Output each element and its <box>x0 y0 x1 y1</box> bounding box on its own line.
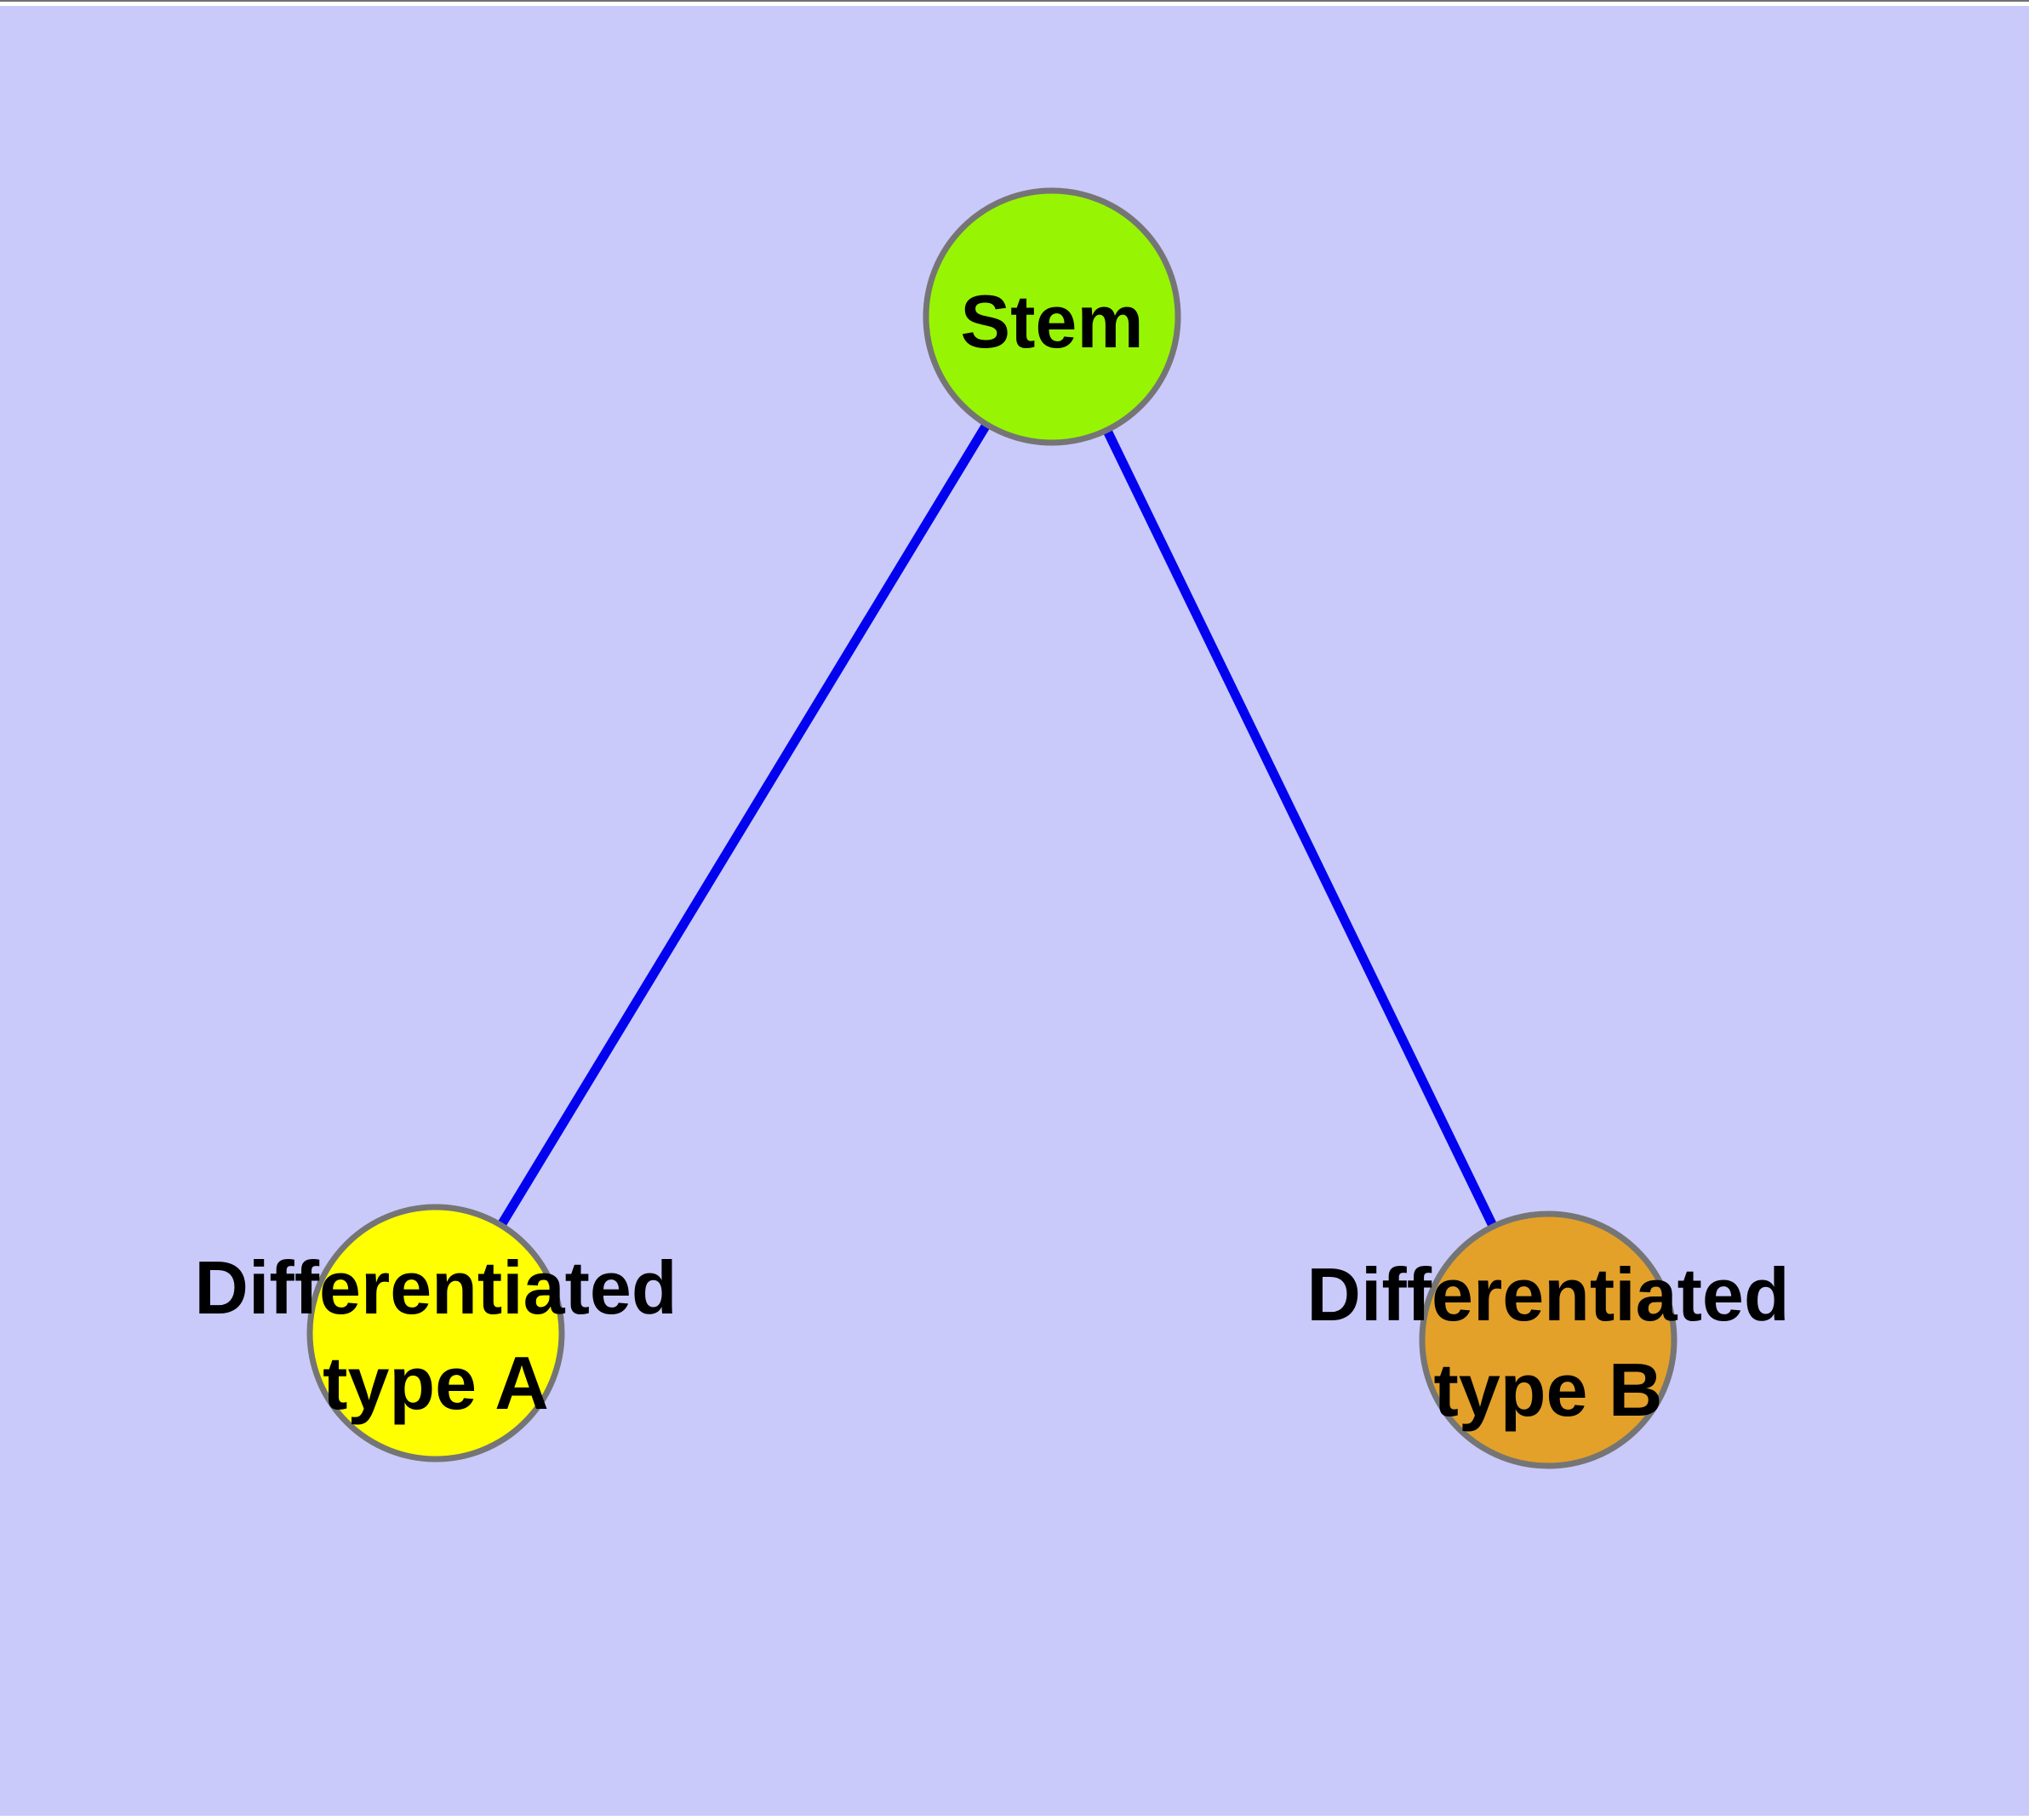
node-diff-b-label-line-2: type B <box>1434 1348 1663 1432</box>
node-diff-b-circle <box>1419 1210 1677 1469</box>
node-diff-a-circle <box>306 1204 565 1462</box>
node-diff-a-label: Differentiated type A <box>194 1245 677 1425</box>
node-diff-a-label-line-2: type A <box>323 1341 549 1425</box>
edge-stem-to-diff-b <box>1048 314 1552 1342</box>
node-diff-b-label: Differentiated type B <box>1306 1252 1789 1432</box>
plot-bottom-margin <box>0 1816 2029 1820</box>
node-stem-circle <box>923 187 1181 446</box>
nodes-layer <box>306 187 1677 1469</box>
node-stem-label: Stem <box>960 279 1143 363</box>
edge-stem-to-diff-a <box>432 314 1056 1336</box>
edges-layer <box>432 314 1552 1342</box>
node-stem-label-line-1: Stem <box>960 279 1143 363</box>
node-diff-a-label-line-1: Differentiated <box>194 1245 677 1330</box>
node-diff-b-label-line-1: Differentiated <box>1306 1252 1789 1336</box>
plot-top-margin <box>0 2 2029 6</box>
window-top-hairline <box>0 0 2029 2</box>
